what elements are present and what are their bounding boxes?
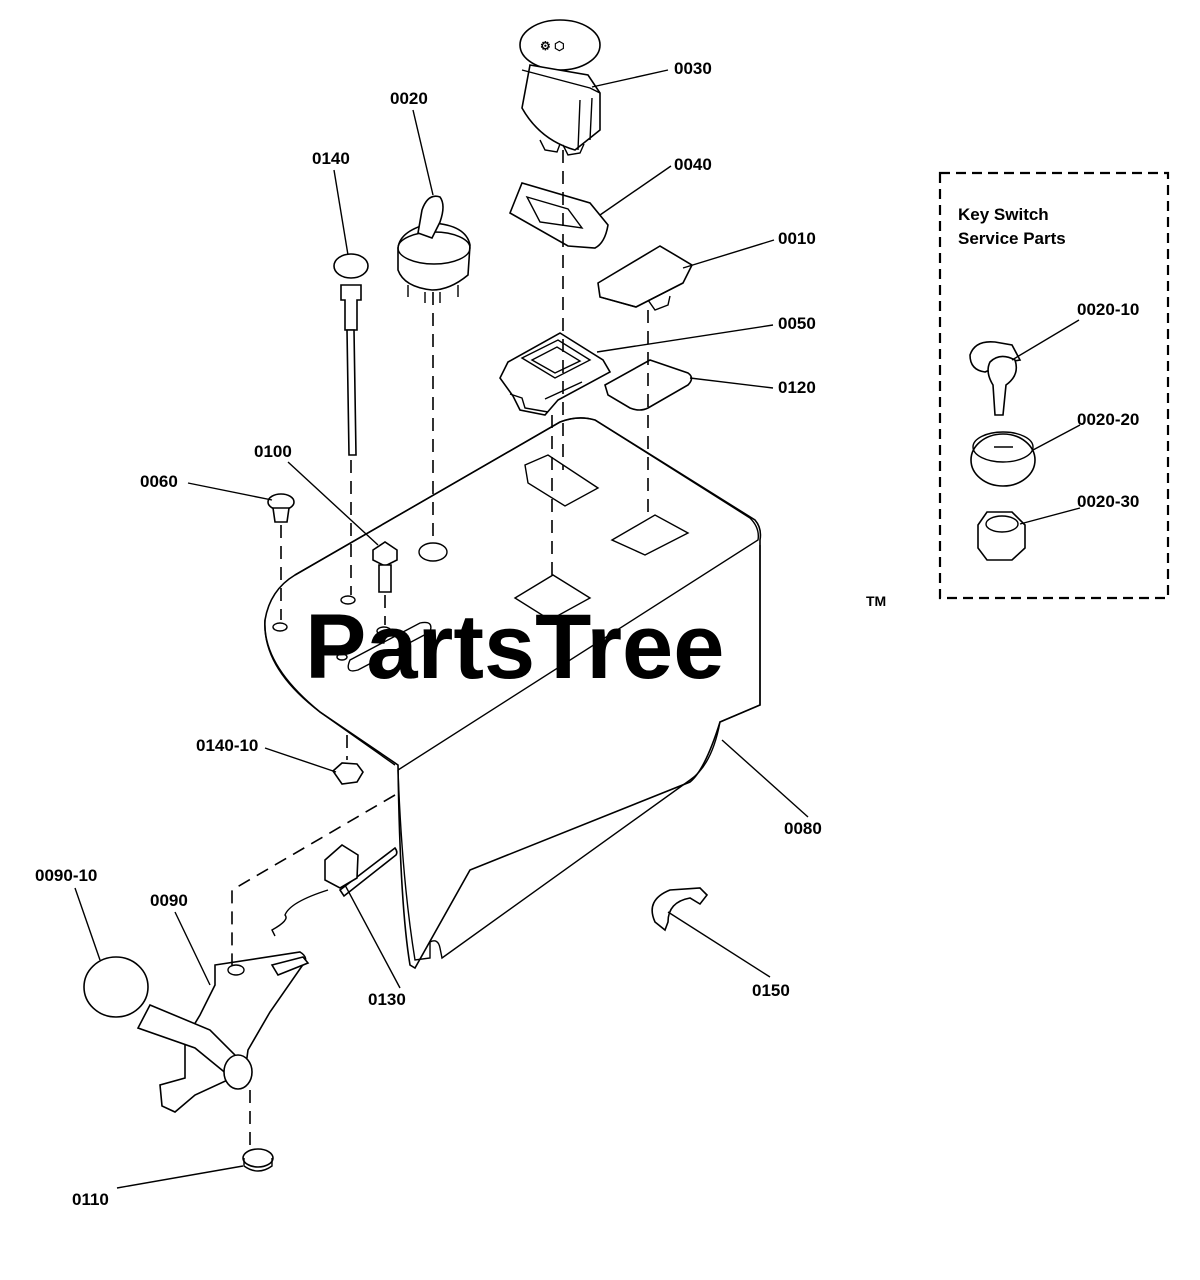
bezel-0040 <box>508 182 609 249</box>
keys-0020-10 <box>969 340 1022 416</box>
callout-0060: 0060 <box>140 472 178 491</box>
switch-0030: ⚙ ⬡ <box>519 19 601 156</box>
alignment-lines <box>231 150 649 1148</box>
lever-assembly-0090 <box>83 951 310 1113</box>
knob-0110 <box>242 1148 274 1172</box>
cover-0010 <box>597 245 694 311</box>
nut-0140-10 <box>331 762 364 785</box>
callout-0140-10: 0140-10 <box>196 736 258 755</box>
callout-0110: 0110 <box>72 1190 109 1209</box>
callout-0090-10: 0090-10 <box>35 866 97 885</box>
callout-labels: 0030 0040 0010 0050 0120 0020 0140 0060 … <box>35 59 1139 1209</box>
hex-nut-0020-30 <box>977 511 1026 561</box>
callout-0140: 0140 <box>312 149 350 168</box>
callout-0030: 0030 <box>674 59 712 78</box>
watermark: PartsTree <box>305 596 724 698</box>
ignition-switch-0020 <box>397 195 471 303</box>
callout-0120: 0120 <box>778 378 816 397</box>
choke-cable-0140 <box>333 253 369 456</box>
callout-0080: 0080 <box>784 819 822 838</box>
callout-0020: 0020 <box>390 89 428 108</box>
svg-text:⚙ ⬡: ⚙ ⬡ <box>540 39 565 53</box>
cap-0020-20 <box>970 431 1036 487</box>
housing-0050 <box>499 332 612 416</box>
screw-0060 <box>267 493 295 523</box>
bolt-0100 <box>372 541 398 593</box>
legend-title-line1: Key Switch <box>958 205 1049 224</box>
key-switch-service-parts-box: Key Switch Service Parts <box>938 171 1170 600</box>
dash-panel <box>264 417 762 970</box>
leader-lines <box>74 69 1081 1189</box>
callout-0040: 0040 <box>674 155 712 174</box>
callout-0150: 0150 <box>752 981 790 1000</box>
callout-0100: 0100 <box>254 442 292 461</box>
callout-0020-30: 0020-30 <box>1077 492 1139 511</box>
callout-0130: 0130 <box>368 990 406 1009</box>
callout-0020-10: 0020-10 <box>1077 300 1139 319</box>
watermark-trademark: TM <box>866 593 886 609</box>
cable-clip-0130 <box>271 844 398 937</box>
cable-tie-0150 <box>651 887 709 932</box>
callout-0050: 0050 <box>778 314 816 333</box>
callout-0020-20: 0020-20 <box>1077 410 1139 429</box>
legend-title-line2: Service Parts <box>958 229 1066 248</box>
callout-0010: 0010 <box>778 229 816 248</box>
callout-0090: 0090 <box>150 891 188 910</box>
